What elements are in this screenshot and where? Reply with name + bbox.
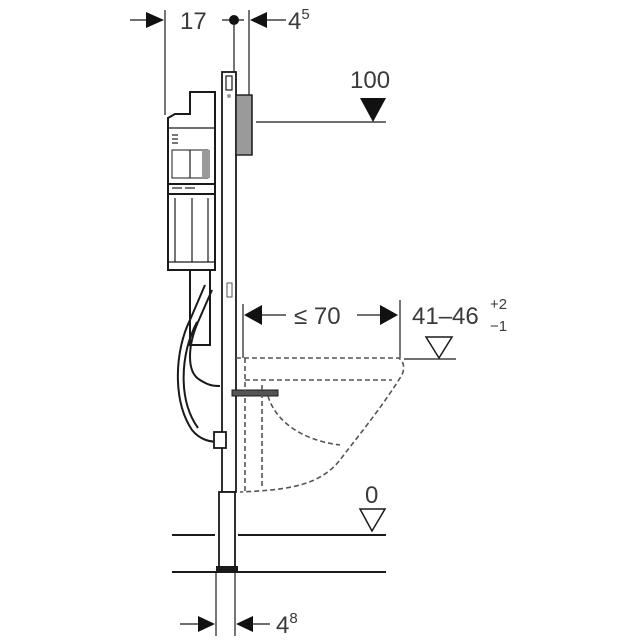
open-triangle-icon xyxy=(424,336,454,360)
dimension-4-8: 48 xyxy=(180,572,298,639)
arrow-left-icon xyxy=(236,616,253,632)
arrow-right-icon xyxy=(198,616,215,632)
flush-connector xyxy=(231,389,279,397)
dimension-projection: ≤ 70 xyxy=(242,300,401,358)
dim-70-label: ≤ 70 xyxy=(294,303,341,330)
dim-17-label: 17 xyxy=(180,8,207,35)
level-marker-floor: 0 xyxy=(358,482,387,533)
floor-lines xyxy=(172,534,386,573)
level-marker-100: 100 xyxy=(256,67,390,123)
frame-post xyxy=(216,71,238,573)
dim-4-8-label: 48 xyxy=(276,610,298,639)
arrow-left-icon xyxy=(250,12,267,28)
actuator-plate xyxy=(235,94,253,156)
cistern xyxy=(167,91,216,346)
arrow-right-icon xyxy=(146,12,164,28)
dim-4-5-label: 45 xyxy=(288,6,310,35)
tolerance-lower: −1 xyxy=(490,318,507,335)
filled-triangle-icon xyxy=(360,98,386,122)
level-100-label: 100 xyxy=(350,67,390,94)
tolerance-upper: +2 xyxy=(490,296,507,313)
flush-pipe xyxy=(176,284,227,449)
level-marker-seat-height: 41–46 +2 −1 xyxy=(404,296,507,360)
arrow-right-icon xyxy=(380,305,398,325)
arrow-left-icon xyxy=(244,305,262,325)
open-triangle-icon xyxy=(358,508,387,533)
wc-pan-outline xyxy=(236,357,405,493)
dimension-4-5: 45 xyxy=(248,6,310,95)
centerline-marker xyxy=(222,15,244,72)
dimension-17: 17 xyxy=(130,8,207,115)
floor-level-label: 0 xyxy=(365,482,378,509)
seat-height-label: 41–46 xyxy=(412,303,479,330)
